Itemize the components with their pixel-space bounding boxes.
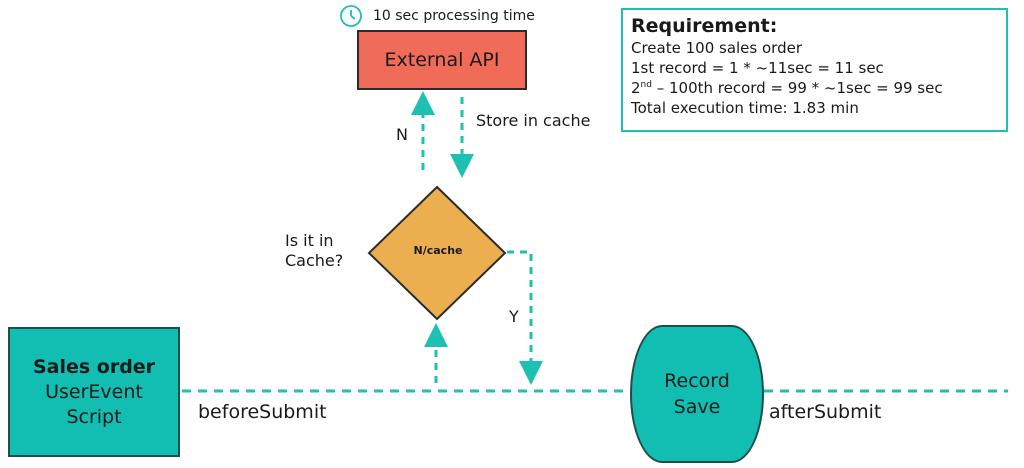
before-submit-label: beforeSubmit bbox=[198, 401, 327, 423]
no-label: N bbox=[396, 125, 408, 144]
cache-question-label: Is it in Cache? bbox=[285, 231, 343, 271]
diamond-label: N/cache bbox=[413, 244, 463, 257]
cache-question-line1: Is it in bbox=[285, 231, 334, 250]
requirement-line-3-rest: – 100th record = 99 * ~1sec = 99 sec bbox=[651, 79, 943, 97]
clock-icon bbox=[340, 5, 362, 27]
record-save-cylinder: Record Save bbox=[630, 325, 764, 463]
sales-order-box: Sales order UserEvent Script bbox=[8, 327, 180, 457]
requirement-line-4: Total execution time: 1.83 min bbox=[631, 99, 859, 117]
requirement-line-1: Create 100 sales order bbox=[631, 39, 802, 57]
requirement-line-2: 1st record = 1 * ~11sec = 11 sec bbox=[631, 59, 884, 77]
requirement-line-3-sup: nd bbox=[640, 80, 652, 90]
processing-time-label: 10 sec processing time bbox=[373, 8, 535, 24]
requirement-box: Requirement: Create 100 sales order 1st … bbox=[621, 8, 1008, 132]
requirement-title: Requirement: bbox=[631, 15, 778, 37]
sales-order-line-2: Script bbox=[66, 405, 122, 428]
external-api-box: External API bbox=[357, 30, 527, 90]
sales-order-line-1: UserEvent bbox=[45, 380, 143, 403]
external-api-label: External API bbox=[384, 49, 500, 71]
cache-question-line2: Cache? bbox=[285, 251, 344, 270]
after-submit-label: afterSubmit bbox=[769, 401, 882, 423]
record-save-line-2: Save bbox=[673, 396, 721, 418]
cache-decision-diamond bbox=[367, 185, 507, 321]
requirement-line-3: 2nd – 100th record = 99 * ~1sec = 99 sec bbox=[631, 78, 998, 98]
record-save-line-1: Record bbox=[664, 370, 730, 392]
store-in-cache-label: Store in cache bbox=[476, 111, 591, 130]
requirement-line-3-prefix: 2 bbox=[631, 79, 641, 97]
yes-label: Y bbox=[509, 307, 519, 326]
yes-path bbox=[507, 250, 543, 385]
sales-order-title: Sales order bbox=[32, 355, 156, 378]
